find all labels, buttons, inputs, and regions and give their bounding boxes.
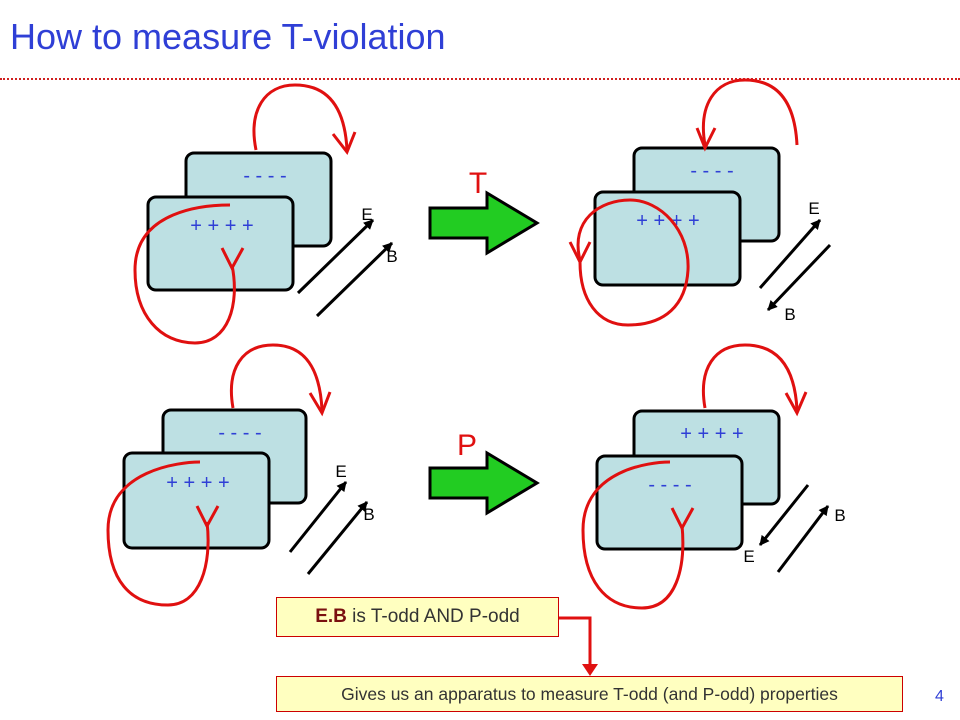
p-operator-label: P bbox=[457, 429, 477, 462]
apparatus-note: Gives us an apparatus to measure T-odd (… bbox=[276, 676, 903, 712]
e-field-arrow bbox=[296, 218, 375, 295]
b-field-label: B bbox=[386, 247, 397, 266]
b-field-arrow bbox=[776, 505, 830, 573]
back-plate-charge: - - - - bbox=[218, 422, 261, 444]
field-loop-upper bbox=[230, 343, 324, 411]
e-field-arrow bbox=[288, 481, 348, 553]
loop-arrowhead bbox=[220, 247, 245, 272]
panel-top-right: - - - - + + + + E B bbox=[568, 78, 832, 327]
e-field-label: E bbox=[808, 199, 819, 218]
connector-line bbox=[557, 616, 592, 668]
page-number: 4 bbox=[935, 688, 944, 705]
b-field-arrow bbox=[315, 241, 394, 318]
front-plate bbox=[122, 451, 271, 550]
loop-arrowhead bbox=[331, 131, 357, 155]
t-operator-label: T bbox=[469, 167, 487, 200]
panel-top-left: - - - - + + + + E B bbox=[133, 83, 398, 345]
field-loop-lower bbox=[576, 198, 690, 327]
e-field-arrow bbox=[758, 484, 810, 546]
e-field-label: E bbox=[335, 462, 346, 481]
field-loop-lower bbox=[133, 203, 236, 345]
eb-term: E.B bbox=[315, 606, 347, 627]
b-field-label: B bbox=[784, 305, 795, 324]
eb-odd-note: E.B is T-odd AND P-odd bbox=[276, 597, 559, 637]
e-field-label: E bbox=[361, 205, 372, 224]
page-title: How to measure T-violation bbox=[10, 16, 446, 57]
b-field-label: B bbox=[363, 505, 374, 524]
front-plate-charge: - - - - bbox=[648, 474, 691, 496]
field-loop-upper bbox=[702, 343, 799, 411]
e-field-label: E bbox=[743, 547, 754, 566]
connector-arrowhead bbox=[582, 664, 598, 676]
field-loop-lower bbox=[581, 460, 685, 610]
front-plate bbox=[146, 195, 295, 292]
loop-arrowhead bbox=[695, 127, 717, 152]
front-plate-charge: + + + + bbox=[166, 472, 229, 494]
back-plate-charge: - - - - bbox=[690, 160, 733, 182]
panel-bottom-left: - - - - + + + + E B bbox=[106, 343, 375, 607]
field-loop-lower bbox=[106, 460, 210, 607]
loop-arrowhead bbox=[195, 505, 220, 530]
back-plate-charge: + + + + bbox=[680, 423, 743, 445]
b-field-arrow bbox=[766, 243, 832, 312]
b-field-label: B bbox=[834, 506, 845, 525]
eb-note-text: is T-odd AND P-odd bbox=[346, 606, 520, 627]
field-loop-upper bbox=[701, 78, 799, 146]
front-plate-charge: + + + + bbox=[190, 215, 253, 237]
e-field-arrow bbox=[758, 219, 822, 289]
t-transform-arrow bbox=[428, 190, 540, 256]
loop-arrowhead bbox=[670, 507, 695, 532]
panel-bottom-right: + + + + - - - - E B bbox=[581, 343, 846, 610]
p-transform-arrow bbox=[428, 450, 540, 516]
b-field-arrow bbox=[306, 501, 369, 575]
loop-arrowhead bbox=[784, 391, 808, 417]
title-divider bbox=[0, 78, 960, 80]
front-plate bbox=[593, 190, 742, 287]
field-loop-upper bbox=[252, 83, 349, 151]
front-plate-charge: + + + + bbox=[636, 210, 699, 232]
loop-arrowhead bbox=[308, 391, 332, 417]
back-plate-charge: - - - - bbox=[243, 165, 286, 187]
front-plate bbox=[595, 454, 744, 551]
loop-arrowhead bbox=[568, 241, 592, 266]
